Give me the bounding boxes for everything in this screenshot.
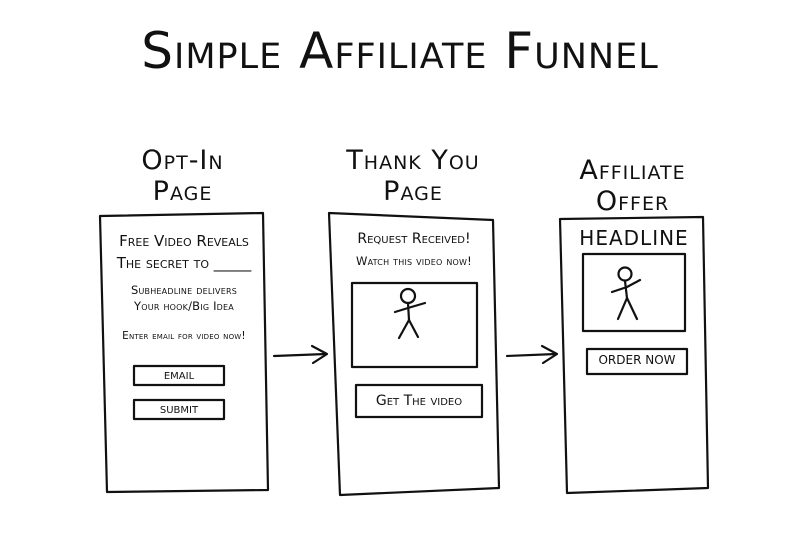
opt-in-headline-line: The secret to _____ xyxy=(116,254,252,272)
submit-button-outline xyxy=(132,398,226,421)
email-field-outline xyxy=(132,364,226,387)
thank-you-page-outline xyxy=(327,211,501,497)
stick-figure-icon xyxy=(610,266,642,321)
thank-you-headline: Request Received! xyxy=(357,231,471,247)
label-line: Affiliate xyxy=(579,155,686,186)
label-line: Thank You xyxy=(346,145,480,176)
video-frame xyxy=(581,252,687,333)
opt-in-headline-line: Free Video Reveals xyxy=(119,232,249,250)
submit-button[interactable]: submit xyxy=(159,401,199,417)
label-line: Page xyxy=(152,176,213,207)
arrow-icon xyxy=(272,344,329,365)
stick-figure-icon xyxy=(393,287,427,340)
diagram-title: Simple Affiliate Funnel xyxy=(141,22,659,80)
thank-you-page-label: Thank You Page xyxy=(318,145,508,207)
opt-in-subheadline-line: Subheadline delivers xyxy=(130,283,238,297)
opt-in-call-to-action: Enter email for video now! xyxy=(122,330,246,342)
arrow-icon xyxy=(505,344,559,365)
label-line: Opt-In xyxy=(141,145,224,176)
affiliate-offer-page-outline xyxy=(558,215,710,495)
thank-you-subheadline: Watch this video now! xyxy=(356,254,472,268)
offer-headline: HEADLINE xyxy=(579,226,689,250)
opt-in-subheadline-line: Your hook/Big Idea xyxy=(134,299,234,313)
opt-in-page-outline xyxy=(98,211,270,494)
get-video-button-outline xyxy=(354,383,484,419)
affiliate-offer-label: Affiliate Offer xyxy=(545,155,720,217)
order-now-button-outline xyxy=(585,347,689,376)
video-frame xyxy=(350,281,479,369)
order-now-button[interactable]: ORDER NOW xyxy=(598,353,676,367)
get-video-button[interactable]: Get The video xyxy=(375,393,463,409)
label-line: Page xyxy=(383,176,443,207)
label-line: Offer xyxy=(595,186,670,217)
opt-in-page-label: Opt-In Page xyxy=(95,145,270,207)
email-field[interactable]: email xyxy=(163,367,195,383)
